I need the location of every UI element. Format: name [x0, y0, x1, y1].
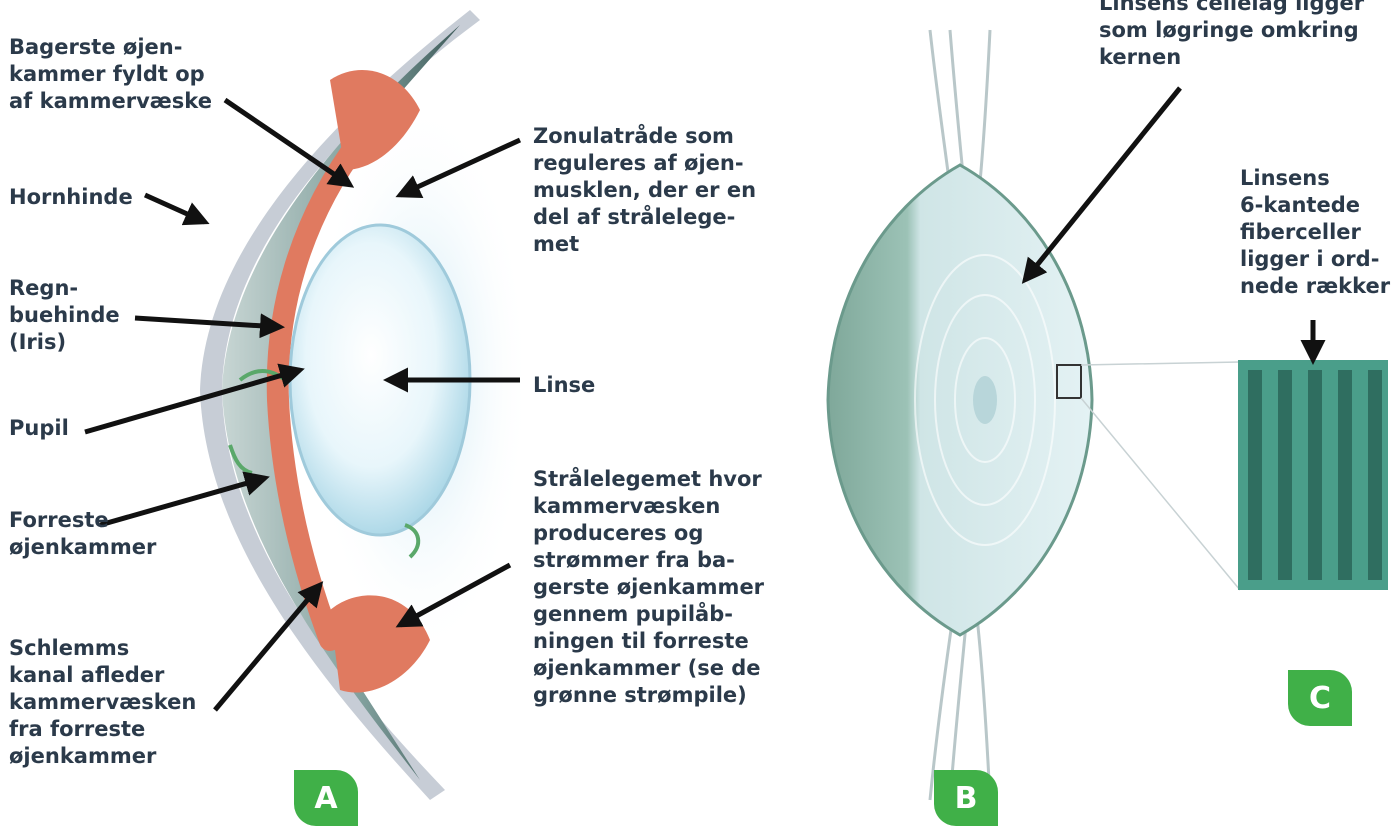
label-straalelegemet: Strålelegemet hvor kammervæsken producer…: [533, 466, 764, 709]
label-linse: Linse: [533, 372, 595, 399]
label-forreste-oejenkammer: Forreste øjenkammer: [9, 507, 156, 561]
label-linsens-cellelag: Linsens cellelag ligger som løgringe omk…: [1099, 0, 1364, 71]
label-regnbuehinde: Regn- buehinde (Iris): [9, 275, 120, 356]
badge-c: C: [1288, 670, 1352, 726]
label-bagerste-oejenkammer: Bagerste øjen- kammer fyldt op af kammer…: [9, 34, 212, 115]
lens-illustration-b: [828, 30, 1240, 800]
eye-cross-section-a: [200, 10, 530, 800]
badge-b: B: [934, 770, 998, 826]
badge-a: A: [294, 770, 358, 826]
label-fiberceller: Linsens 6-kantede fiberceller ligger i o…: [1240, 165, 1390, 300]
label-zonulatraade: Zonulatråde som reguleres af øjen- muskl…: [533, 123, 756, 258]
arrow-cellelag: [1025, 88, 1180, 280]
fiber-cells-illustration-c: [1238, 360, 1388, 590]
label-schlemms-kanal: Schlemms kanal afleder kammervæsken fra …: [9, 635, 196, 770]
arrow-hornhinde: [145, 195, 205, 222]
label-pupil: Pupil: [9, 415, 69, 442]
label-hornhinde: Hornhinde: [9, 184, 133, 211]
